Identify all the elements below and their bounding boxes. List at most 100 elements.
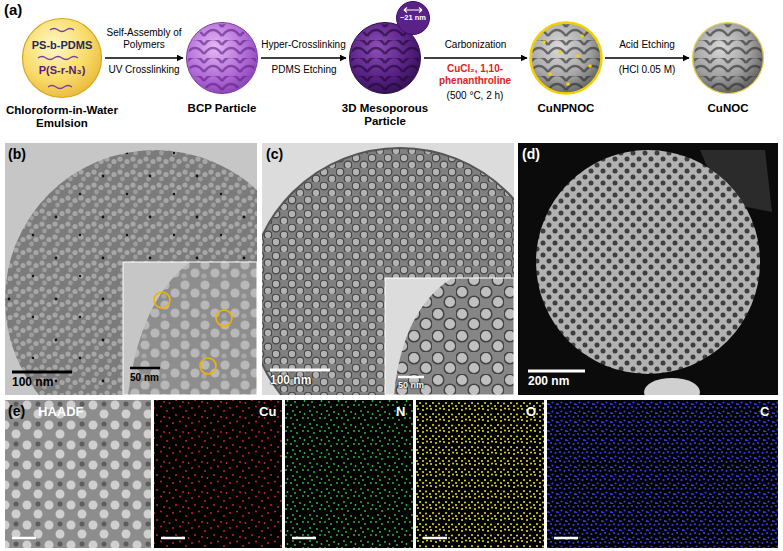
scale-bar <box>292 537 316 540</box>
pore-size-marker: ~21 nm <box>396 1 430 35</box>
panel-label: (a) <box>4 1 22 18</box>
particle-shape <box>186 22 258 94</box>
copper-nanoparticle <box>588 64 592 68</box>
scale-bar <box>12 371 72 374</box>
panel-label: (b) <box>8 146 26 162</box>
particle-texture <box>188 24 256 92</box>
particle-image <box>262 148 514 395</box>
polymer-label: P(S-r-N₃) <box>39 64 86 77</box>
particle-caption: CuNOC <box>688 102 768 115</box>
stem-background <box>518 143 778 395</box>
copper-nanoparticle <box>542 40 546 44</box>
map-label: HAADF <box>38 405 84 420</box>
particle-caption: Chloroform-in-Water Emulsion <box>4 104 120 130</box>
particle-caption: CuNPNOC <box>518 102 614 115</box>
polymer-strand <box>48 86 72 89</box>
scale-label: 100 nm <box>270 374 311 388</box>
scale-label: 100 nm <box>12 376 53 390</box>
element-label: C <box>760 405 769 420</box>
haadf-map <box>5 400 151 548</box>
particle-body <box>397 2 430 35</box>
polymer-strand <box>50 29 74 32</box>
scale-bar <box>270 369 330 372</box>
step-label: Self-Assembly of Polymers <box>99 27 189 50</box>
scale-bar <box>161 537 185 540</box>
pore-size-label: ~21 nm <box>400 14 426 23</box>
scale-bar <box>554 537 578 540</box>
element-label: O <box>526 405 536 420</box>
process-arrow <box>605 57 689 59</box>
particle-texture <box>532 24 600 92</box>
step-label: UV Crosslinking <box>103 64 185 76</box>
particle-shape <box>692 22 764 94</box>
step-label: Hyper-Crosslinking <box>261 39 345 51</box>
tem-inset <box>385 278 514 395</box>
polymer-label: PS-b-PDMS <box>32 39 93 52</box>
particle-shape <box>530 22 602 94</box>
cu-map <box>154 400 282 548</box>
reagent-label: CuCl₂, 1,10-phenanthroline <box>426 63 524 86</box>
scale-bar <box>130 367 160 370</box>
particle-body <box>187 23 258 94</box>
bright-particle <box>644 378 700 395</box>
particle-body <box>693 23 764 94</box>
cunoc-particle: CuNOC <box>692 22 764 94</box>
panel-label: (e) <box>8 403 25 419</box>
element-label: N <box>396 405 405 420</box>
o-map <box>416 400 544 548</box>
scale-bar <box>528 370 585 373</box>
step-label: PDMS Etching <box>263 64 345 76</box>
process-arrow <box>105 57 183 59</box>
scale-bar <box>398 376 424 379</box>
inset-background <box>123 262 190 395</box>
step-label: Carbonization <box>445 39 507 51</box>
tem-panel-b <box>5 143 257 395</box>
process-arrow <box>424 57 527 59</box>
particle-caption: BCP Particle <box>167 102 277 115</box>
eds-map-panel-e <box>5 400 778 548</box>
process-arrow <box>261 57 346 59</box>
inset-frame <box>385 278 514 395</box>
n-map <box>285 400 413 548</box>
particle-body <box>531 23 602 94</box>
scale-bar <box>12 537 36 540</box>
copper-nanoparticle <box>580 34 584 38</box>
haadf-panel-d <box>518 143 778 395</box>
inset-frame <box>123 262 257 395</box>
emulsion-droplet: PS-b-PDMSP(S-r-N₃)Chloroform-in-Water Em… <box>22 18 102 98</box>
particle-caption: 3D Mesoporous Particle <box>331 102 439 128</box>
condition-label: (500 °C, 2 h) <box>435 90 515 102</box>
inset-background <box>385 278 452 395</box>
highlight-circle <box>154 292 170 308</box>
inset-image <box>385 278 514 395</box>
particle-body <box>23 19 102 98</box>
nanoparticle-dots <box>5 150 257 395</box>
cunpnoc-particle: CuNPNOC <box>530 22 602 94</box>
copper-nanoparticle <box>558 50 562 54</box>
panel-label: (c) <box>266 146 283 162</box>
bcp-particle: BCP Particle <box>186 22 258 94</box>
panel-label: (d) <box>522 146 540 162</box>
polymer-strand <box>38 57 78 60</box>
step-label: (HCl 0.05 M) <box>607 64 687 76</box>
copper-nanoparticle <box>576 54 580 58</box>
tem-inset <box>123 262 257 395</box>
size-arrow <box>404 8 422 13</box>
particle-shape <box>22 18 102 98</box>
copper-nanoparticle <box>566 82 570 86</box>
highlight-circle <box>200 358 216 374</box>
particle-image <box>5 150 257 395</box>
step-label: Acid Etching <box>619 39 675 51</box>
scale-bar <box>423 537 447 540</box>
inset-image <box>123 262 257 395</box>
particle-image <box>536 150 760 374</box>
c-map <box>547 400 778 548</box>
element-label: Cu <box>259 405 276 420</box>
tem-panel-c <box>262 143 514 395</box>
highlight-circle <box>216 310 232 326</box>
copper-nanoparticle <box>548 72 552 76</box>
scale-label: 200 nm <box>528 375 569 389</box>
scale-label: 50 nm <box>398 380 424 390</box>
